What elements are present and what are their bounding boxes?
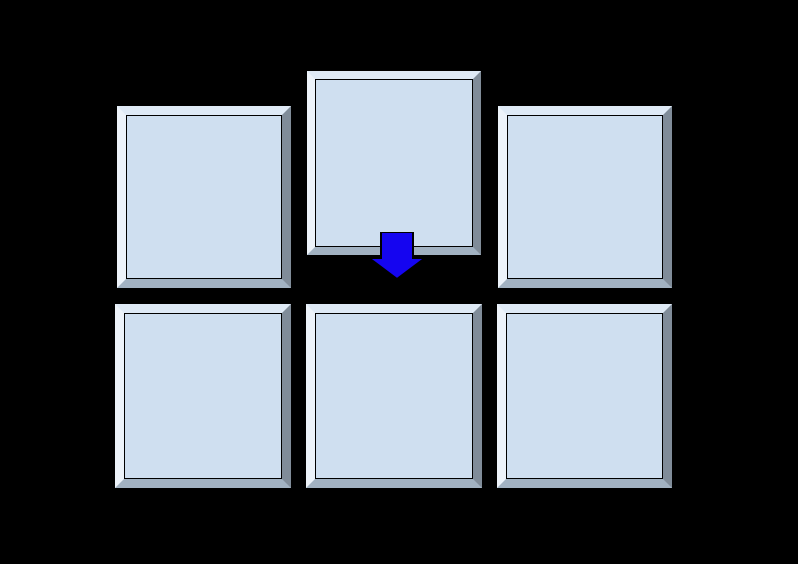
grid-tile-r2-c2[interactable] xyxy=(305,303,483,489)
grid-tile-r1-c3[interactable] xyxy=(497,105,673,289)
grid-tile-r2-c1[interactable] xyxy=(114,303,292,489)
grid-tile-r1-c1[interactable] xyxy=(116,105,292,289)
grid-tile-r2-c3[interactable] xyxy=(496,303,673,489)
grid-tile-r1-c2[interactable] xyxy=(306,70,482,256)
